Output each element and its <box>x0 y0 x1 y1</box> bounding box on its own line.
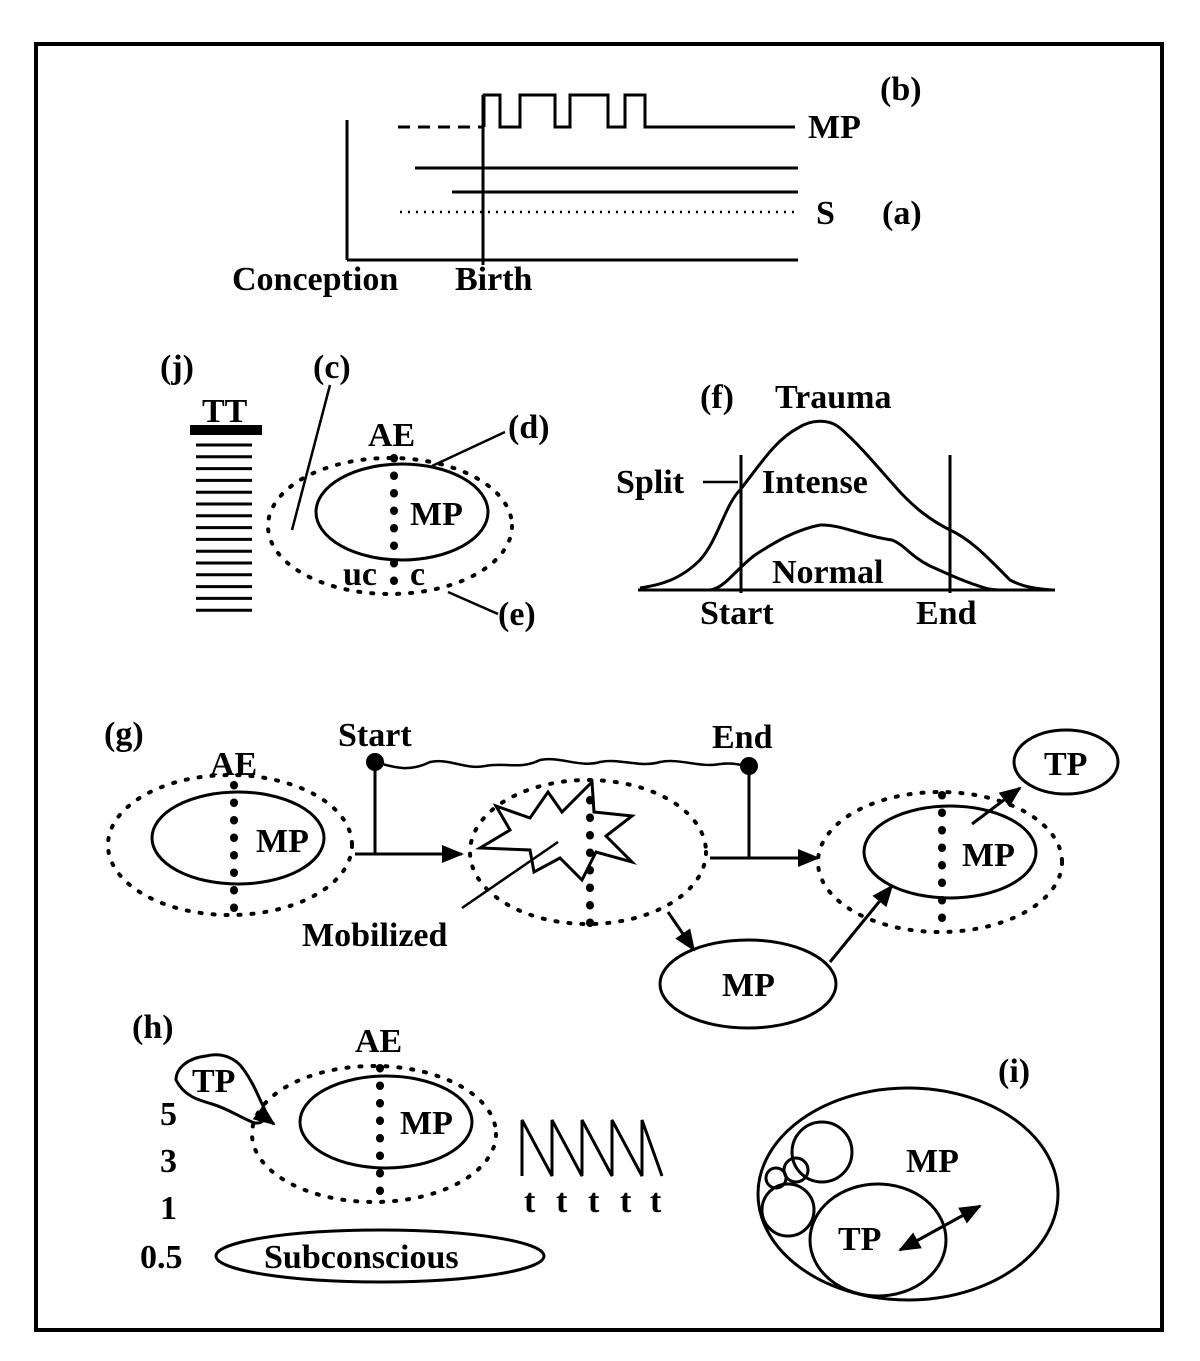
oscillation-wave <box>520 1119 664 1177</box>
explosion-shape <box>474 778 638 883</box>
tt-top-bar <box>190 425 262 435</box>
i-tp-label: TP <box>838 1221 881 1258</box>
i-double-arrow <box>898 1204 982 1252</box>
h-scale-3: 3 <box>160 1143 177 1180</box>
mp-label: MP <box>808 109 861 146</box>
intense-curve <box>639 419 1053 592</box>
conception-label: Conception <box>232 261 398 298</box>
panel-f-trauma-curve: (f) Trauma Split Intense Normal Start En… <box>616 379 1055 632</box>
ae-dotted-ellipse <box>266 456 514 596</box>
mp-pulse-line <box>482 93 795 129</box>
g-bottom-mp-label: MP <box>722 967 775 1004</box>
e-pointer-line <box>447 590 499 616</box>
c-label: c <box>410 556 425 593</box>
mobilized-pointer-line <box>461 840 559 910</box>
h-mp-label: MP <box>400 1105 453 1142</box>
g-left-ae-ellipse <box>106 773 354 917</box>
panel-j-tt-stack: (j) TT <box>160 349 262 612</box>
intense-label: Intense <box>762 464 868 501</box>
mp-label-c: MP <box>410 496 463 533</box>
panel-g-process: (g) AE MP Start End Mobilized MP MP <box>104 716 1120 1030</box>
i-bubble-small-1 <box>782 1156 810 1184</box>
h-mp-ellipse <box>298 1074 474 1170</box>
g-bottom-mp-ellipse <box>658 938 838 1030</box>
panel-i-tag: (i) <box>998 1053 1030 1090</box>
panel-f-tag: (f) <box>700 379 734 416</box>
normal-curve <box>709 523 1006 592</box>
g-right-mp-label: MP <box>962 837 1015 874</box>
i-mp-label: MP <box>906 1143 959 1180</box>
panel-h: (h) TP AE MP 5 3 1 0.5 Subconscious t t … <box>132 1009 664 1284</box>
mobilized-label: Mobilized <box>302 917 448 954</box>
i-mp-outer-ellipse <box>756 1086 1060 1302</box>
normal-label: Normal <box>772 554 883 591</box>
t-label-1: t <box>524 1183 536 1220</box>
panel-c-tag: (c) <box>313 349 351 386</box>
panel-b-timeline: MP (b) S (a) Conception Birth <box>232 71 922 298</box>
panel-a-tag: (a) <box>882 195 922 232</box>
g-left-mp-label: MP <box>256 823 309 860</box>
g-start-label: Start <box>338 717 412 754</box>
h-scale-05: 0.5 <box>140 1239 183 1276</box>
trauma-duration-wave <box>374 757 750 770</box>
trauma-label: Trauma <box>775 379 891 416</box>
tt-label: TT <box>202 393 248 430</box>
panel-g-tag: (g) <box>104 716 144 753</box>
panel-e-tag: (e) <box>498 596 536 633</box>
d-pointer-line <box>431 430 506 468</box>
h-scale-5: 5 <box>160 1096 177 1133</box>
tt-stripes <box>196 443 252 612</box>
h-scale-1: 1 <box>160 1190 177 1227</box>
figure-frame <box>34 42 1164 1332</box>
split-label: Split <box>616 464 685 501</box>
h-tp-arrow <box>252 1104 276 1126</box>
h-tp-label: TP <box>192 1063 235 1100</box>
panel-d-tag: (d) <box>508 409 550 446</box>
panel-h-tag: (h) <box>132 1009 174 1046</box>
subconscious-label: Subconscious <box>264 1239 459 1276</box>
g-right-ae-ellipse <box>816 790 1064 934</box>
f-end-label: End <box>916 595 977 632</box>
g-middle-ae-ellipse <box>468 778 708 926</box>
i-bubble-medium <box>760 1182 816 1238</box>
g-right-mp-ellipse <box>862 804 1038 900</box>
panel-b-tag: (b) <box>880 71 922 108</box>
g-tp-label: TP <box>1044 746 1087 783</box>
uc-label: uc <box>343 556 377 593</box>
panel-j-tag: (j) <box>160 349 194 386</box>
birth-label: Birth <box>455 261 533 298</box>
arrow-bottom-to-right <box>828 884 894 963</box>
t-label-4: t <box>620 1183 632 1220</box>
h-ae-label: AE <box>355 1023 402 1060</box>
f-start-label: Start <box>700 595 774 632</box>
g-end-label: End <box>712 719 773 756</box>
t-label-2: t <box>556 1183 568 1220</box>
s-label: S <box>816 195 835 232</box>
t-label-3: t <box>588 1183 600 1220</box>
g-tp-ellipse <box>1012 728 1120 796</box>
panel-i: (i) MP TP <box>756 1053 1060 1302</box>
panel-c-ae-mp: (c) AE MP uc c (d) (e) <box>266 349 550 633</box>
i-bubble-large <box>790 1120 854 1184</box>
arrow-to-bottom-mp <box>666 911 696 952</box>
g-left-mp-ellipse <box>150 790 326 886</box>
t-label-5: t <box>650 1183 662 1220</box>
subconscious-ellipse <box>214 1228 546 1284</box>
mp-ellipse <box>314 462 490 562</box>
h-ae-ellipse <box>250 1064 498 1204</box>
c-pointer-line <box>290 384 332 531</box>
arrow-to-tp <box>971 786 1022 826</box>
ae-label: AE <box>368 417 415 454</box>
